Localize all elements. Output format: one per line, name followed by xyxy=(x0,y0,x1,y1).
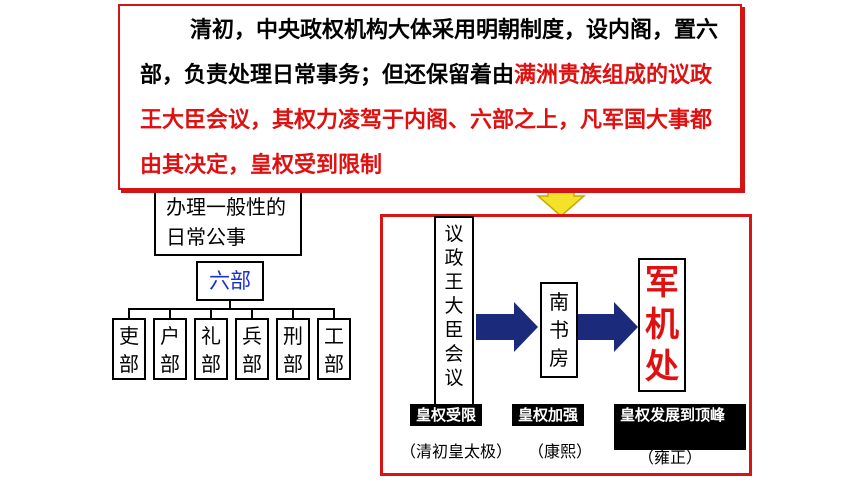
dept-box-works: 工部 xyxy=(317,318,351,380)
dept-label: 礼部 xyxy=(201,324,221,376)
notice-text-red: 满洲贵族组成的议政王大臣会议，其权力凌驾于内阁、六部之上，凡军国大事都由其决定，… xyxy=(140,63,713,178)
connector-drop xyxy=(169,308,171,319)
six-ministries-label: 六部 xyxy=(209,269,251,293)
notice-textbox: 清初，中央政权机构大体采用明朝制度，设内阁，置六部，负责处理日常事务；但还保留着… xyxy=(118,4,742,190)
right-arrow-icon xyxy=(476,302,538,352)
stage-badge-limited: 皇权受限 xyxy=(410,404,483,426)
connector-drop xyxy=(292,308,294,319)
dept-box-rites: 礼部 xyxy=(194,318,228,380)
right-arrow-icon xyxy=(578,302,638,352)
grand-council-label: 军机处 xyxy=(645,263,679,387)
dept-label: 户部 xyxy=(160,324,180,376)
connector-horizontal xyxy=(128,308,334,310)
south-study-box: 南书房 xyxy=(540,282,578,378)
grand-council-box: 军机处 xyxy=(638,258,686,392)
six-ministries-box: 六部 xyxy=(196,261,264,301)
dept-box-personnel: 吏部 xyxy=(112,318,146,380)
general-affairs-text: 办理一般性的日常公事 xyxy=(166,195,286,249)
dept-box-revenue: 户部 xyxy=(153,318,187,380)
council-label: 议政王大臣会议 xyxy=(444,223,464,389)
connector-drop xyxy=(333,308,335,319)
dept-label: 工部 xyxy=(324,324,344,376)
dept-label: 刑部 xyxy=(283,324,303,376)
stage-status-text: 皇权加强 xyxy=(518,406,579,424)
stage-status-text: 皇权发展到顶峰 xyxy=(620,406,726,424)
period-caption-hongtaiji: （清初皇太极） xyxy=(400,442,513,461)
connector-drop xyxy=(210,308,212,319)
council-box: 议政王大臣会议 xyxy=(434,216,474,406)
south-study-label: 南书房 xyxy=(549,290,569,370)
dept-box-war: 兵部 xyxy=(235,318,269,380)
dept-box-justice: 刑部 xyxy=(276,318,310,380)
notice-text-black: 清初，中央政权机构大体采用明朝制度，设内阁，置六部，负责处理日常事务；但还保留着… xyxy=(140,18,719,88)
dept-label: 吏部 xyxy=(119,324,139,376)
period-caption-yongzheng: （雍正） xyxy=(638,448,703,467)
period-caption-kangxi: （康熙） xyxy=(528,442,593,461)
general-affairs-box: 办理一般性的日常公事 xyxy=(154,182,302,256)
stage-badge-peak: 皇权发展到顶峰 xyxy=(614,404,746,450)
connector-drop xyxy=(128,308,130,319)
dept-label: 兵部 xyxy=(242,324,262,376)
connector-drop xyxy=(251,308,253,319)
connector-vertical xyxy=(229,300,231,310)
stage-badge-strengthened: 皇权加强 xyxy=(512,404,585,426)
stage-status-text: 皇权受限 xyxy=(416,406,477,424)
